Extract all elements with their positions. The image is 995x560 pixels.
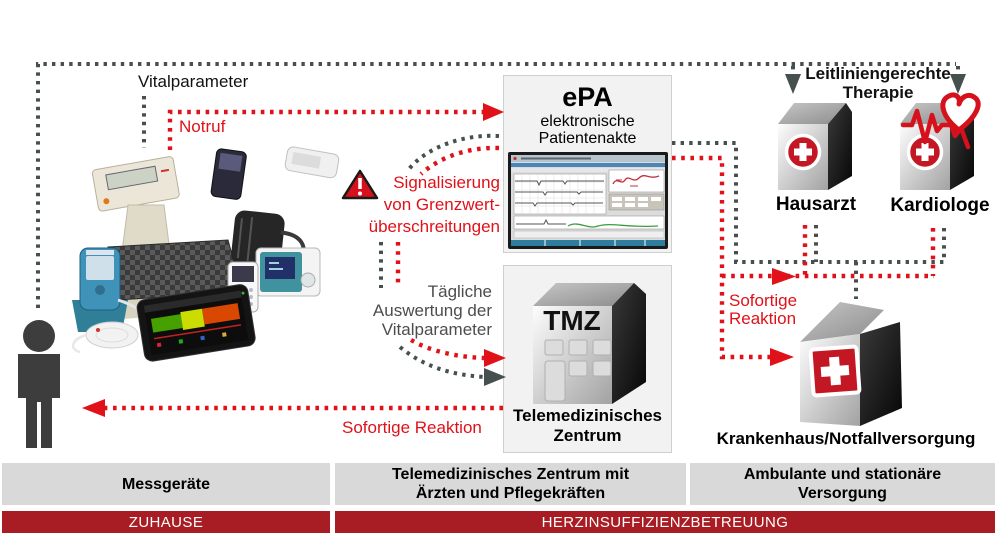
kardiologe-label: Kardiologe <box>890 195 990 216</box>
sofortige-reaktion-home-arrow <box>82 399 503 417</box>
patient-icon <box>18 320 60 448</box>
zone-bar-zuhause: ZUHAUSE <box>2 511 330 533</box>
epa-panel: ePA elektronische Patientenakte <box>503 75 672 253</box>
handheld-device-icon <box>72 247 156 346</box>
notruf-label: Notruf <box>179 117 226 136</box>
hausarzt-label: Hausarzt <box>775 194 857 215</box>
measurement-devices-image <box>72 146 340 362</box>
tablet-icon <box>136 284 256 362</box>
kardiologe-building-icon <box>900 92 981 190</box>
mobile-phone-icon <box>227 261 259 313</box>
taegliche-auswertung-label: Tägliche Auswertung der Vitalparameter <box>372 282 492 339</box>
sofortige-reaktion-hospital-label: Sofortige Reaktion <box>729 291 798 328</box>
column-header-versorgung: Ambulante und stationäre Versorgung <box>690 463 995 505</box>
sofortige-reaktion-hospital-arrow <box>672 155 936 366</box>
bp-cuff-icon <box>231 210 306 268</box>
krankenhaus-building-icon <box>800 302 902 426</box>
zone-bar-herzinsuffizienz: HERZINSUFFIZIENZBETREUUNG <box>335 511 995 533</box>
scale-icon <box>91 156 250 320</box>
medical-cross-circle-icon <box>906 133 944 171</box>
column-header-messgeraete: Messgeräte <box>2 463 330 505</box>
finger-sensor-icon <box>72 321 139 354</box>
heart-ekg-icon <box>900 92 981 150</box>
column-header-tmz: Telemedizinisches Zentrum mit Ärzten und… <box>335 463 686 505</box>
epa-title: ePA <box>562 82 613 112</box>
sensor-device-icon <box>284 146 340 179</box>
krankenhaus-label: Krankenhaus/Notfallversorgung <box>716 429 976 448</box>
medical-cross-circle-icon <box>784 133 822 171</box>
signalisierung-label: Signalisierung von Grenzwert- überschrei… <box>368 173 500 236</box>
epa-to-providers-gray-arrow <box>672 141 946 299</box>
bp-monitor-icon <box>255 247 321 297</box>
phone-icon <box>210 148 247 200</box>
tmz-label: Telemedizinisches Zentrum <box>513 406 662 445</box>
leitlinien-therapie-label: Leitliniengerechte Therapie <box>805 64 951 102</box>
medical-cross-square-icon <box>808 344 862 398</box>
epa-subtitle: elektronische Patientenakte <box>538 113 637 147</box>
tmz-panel: Telemedizinisches Zentrum <box>503 265 672 453</box>
sofortige-reaktion-home-label: Sofortige Reaktion <box>342 418 482 437</box>
vitalparameter-label: Vitalparameter <box>138 72 249 91</box>
hausarzt-building-icon <box>778 103 852 190</box>
